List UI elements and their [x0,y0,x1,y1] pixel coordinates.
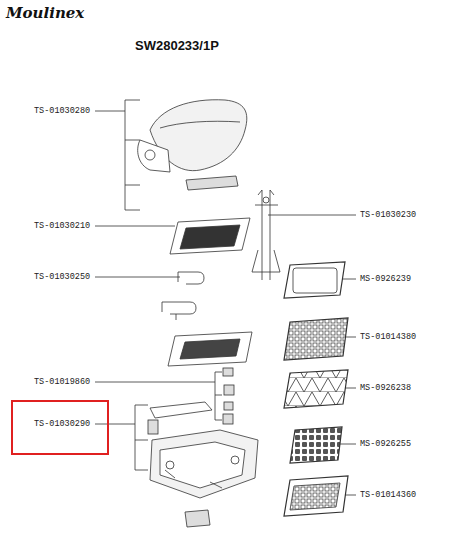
part-number: TS-01030230 [360,210,416,220]
part-number: TS-01014360 [360,490,416,500]
part-number: TS-01030250 [34,272,90,282]
part-number: MS-0926238 [360,383,411,393]
part-number: TS-01019860 [34,377,90,387]
part-number: MS-0926239 [360,274,411,284]
part-number: TS-01014380 [360,332,416,342]
part-number: TS-01030210 [34,221,90,231]
part-number: TS-01030280 [34,106,90,116]
brand-logo: Moulinex [6,4,84,22]
highlight-box [12,401,108,454]
part-number: TS-01030290 [34,419,90,429]
part-number: MS-0926255 [360,439,411,449]
model-title: SW280233/1P [135,38,219,53]
